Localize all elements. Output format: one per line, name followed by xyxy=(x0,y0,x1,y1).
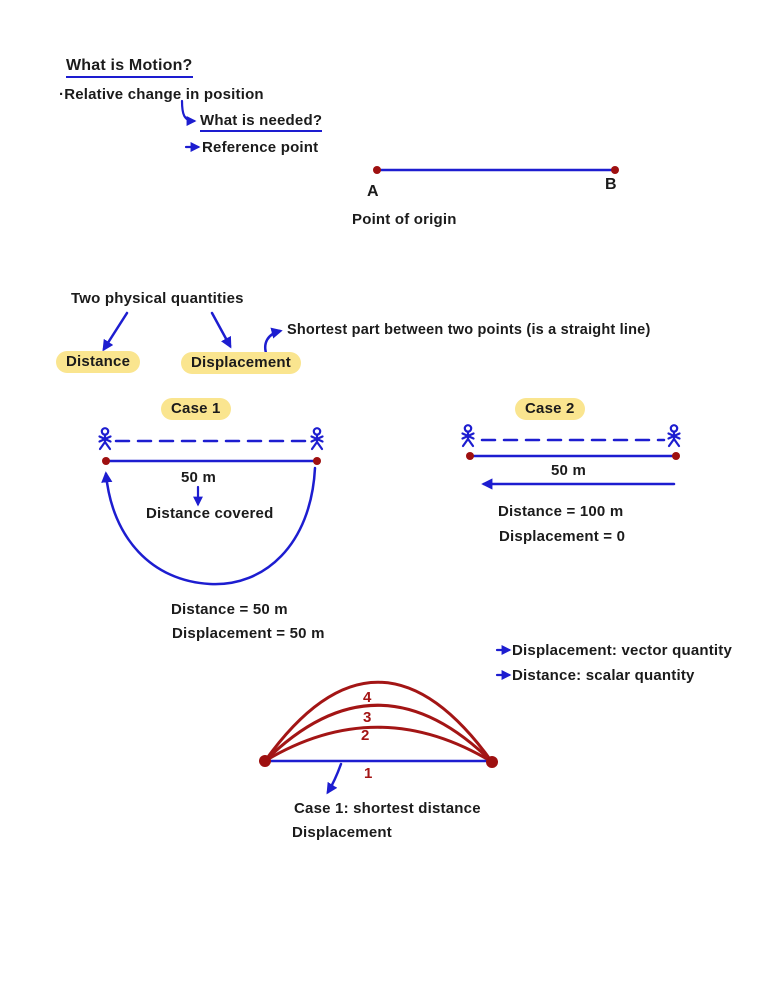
path-arc-2 xyxy=(263,725,494,764)
paths-right-dot xyxy=(486,756,498,768)
displacement-note: Shortest part between two points (is a s… xyxy=(287,322,651,338)
case2-right-person-icon xyxy=(667,424,681,448)
point-b-label: B xyxy=(605,176,617,193)
case1-distance-result: Distance = 50 m xyxy=(171,601,288,618)
case2-title: Case 2 xyxy=(515,398,585,421)
arrow-to-distance xyxy=(102,311,129,352)
path-label-2: 2 xyxy=(361,727,370,744)
case2-left-person-icon xyxy=(461,424,475,448)
quantities-heading: Two physical quantities xyxy=(71,290,244,307)
path-arc-3 xyxy=(263,703,494,764)
path-label-3: 3 xyxy=(363,709,372,726)
paths-caption-arrow xyxy=(326,762,343,795)
note-displacement-vector: Displacement: vector quantity xyxy=(512,642,733,659)
path-label-1: 1 xyxy=(364,765,373,782)
case1-path-label: Distance covered xyxy=(146,505,274,522)
case1-curved-path xyxy=(101,466,317,586)
paths-left-dot xyxy=(259,755,271,767)
motion-title: What is Motion? xyxy=(66,57,193,79)
origin-caption: Point of origin xyxy=(352,211,457,228)
distance-highlight: Distance xyxy=(56,351,141,374)
needed-question: What is needed? xyxy=(200,112,323,133)
point-a-label: A xyxy=(367,183,379,200)
case2-distance-result: Distance = 100 m xyxy=(498,503,624,520)
case1-displacement-result: Displacement = 50 m xyxy=(172,625,325,642)
case1-left-person-icon xyxy=(98,427,112,451)
case1-right-dot xyxy=(313,457,321,465)
displacement-highlight: Displacement xyxy=(181,352,301,375)
case1-title: Case 1 xyxy=(161,398,231,421)
case2-right-dot xyxy=(672,452,680,460)
paths-caption-line2: Displacement xyxy=(292,824,392,841)
point-a-dot xyxy=(373,166,381,174)
case1-length-label: 50 m xyxy=(181,469,216,486)
path-arc-4 xyxy=(263,680,494,764)
case1-right-person-icon xyxy=(310,427,324,451)
point-b-dot xyxy=(611,166,619,174)
case2-left-dot xyxy=(466,452,474,460)
case1-left-dot xyxy=(102,457,110,465)
paths-caption-line1: Case 1: shortest distance xyxy=(294,800,481,817)
curved-arrow-to-question xyxy=(180,99,197,126)
case2-displacement-result: Displacement = 0 xyxy=(499,528,626,545)
path-label-4: 4 xyxy=(363,689,372,706)
arrow-to-displacement xyxy=(210,311,232,349)
reference-point-label: Reference point xyxy=(202,139,319,156)
case2-length-label: 50 m xyxy=(551,462,586,479)
note-distance-scalar: Distance: scalar quantity xyxy=(512,667,695,684)
motion-definition: ·Relative change in position xyxy=(59,86,264,103)
